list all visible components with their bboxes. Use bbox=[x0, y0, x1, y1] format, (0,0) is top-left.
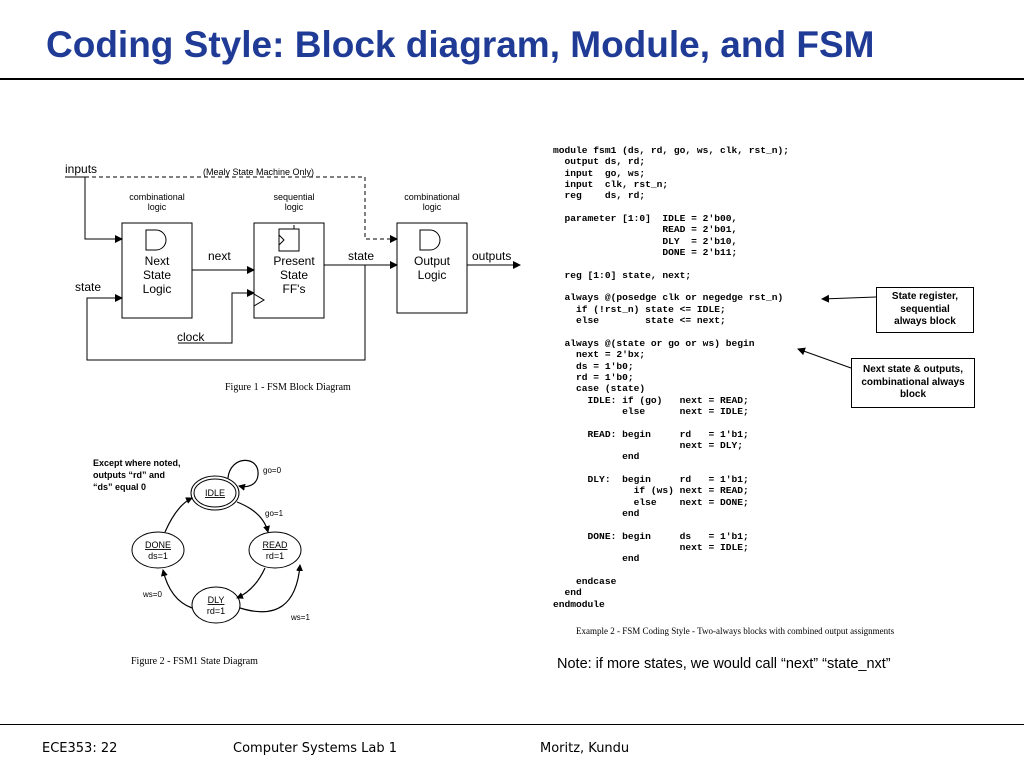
callout-state-register-l3: always block bbox=[894, 316, 956, 328]
fsm-block-diagram: inputs (Mealy State Machine Only) combin… bbox=[65, 162, 521, 361]
label-seq-l1: sequential bbox=[273, 192, 314, 202]
state-dly bbox=[191, 586, 241, 624]
label-seq-l2: logic bbox=[285, 202, 304, 212]
state-done-output: ds=1 bbox=[148, 551, 168, 561]
callout-state-register: State register, sequential always block bbox=[876, 287, 974, 333]
transition-go1: go=1 bbox=[265, 509, 284, 518]
footer-lab: Computer Systems Lab 1 bbox=[233, 741, 398, 756]
callout-state-register-l2: sequential bbox=[900, 303, 950, 315]
label-inputs: inputs bbox=[65, 162, 97, 176]
transition-ws1: ws=1 bbox=[290, 613, 310, 622]
label-state-left: state bbox=[75, 280, 101, 294]
page-title: Coding Style: Block diagram, Module, and… bbox=[46, 24, 875, 65]
label-comb2-l2: logic bbox=[423, 202, 442, 212]
verilog-code: module fsm1 (ds, rd, go, ws, clk, rst_n)… bbox=[553, 145, 790, 610]
next-state-l3: Logic bbox=[143, 282, 172, 296]
state-read-output: rd=1 bbox=[266, 551, 284, 561]
state-done-label: DONE bbox=[145, 540, 171, 550]
callout-next-state-l3: block bbox=[899, 389, 927, 401]
label-comb1-l1: combinational bbox=[129, 192, 185, 202]
label-state-mid: state bbox=[348, 249, 374, 263]
state-note-l1: Except where noted, bbox=[93, 458, 181, 468]
callout-next-state-l2: combinational always bbox=[861, 376, 965, 388]
next-state-l1: Next bbox=[145, 254, 170, 268]
label-comb1-l2: logic bbox=[148, 202, 167, 212]
state-done bbox=[131, 531, 185, 569]
output-l2: Logic bbox=[418, 268, 447, 282]
figure1-caption: Figure 1 - FSM Block Diagram bbox=[225, 382, 351, 393]
callout-next-state-l1: Next state & outputs, bbox=[862, 364, 963, 376]
footer-divider bbox=[0, 724, 1024, 725]
state-read bbox=[248, 531, 302, 569]
footer-course: ECE353: 22 bbox=[42, 741, 118, 756]
transition-go0: go=0 bbox=[263, 466, 282, 475]
state-dly-label: DLY bbox=[208, 595, 225, 605]
fsm-state-diagram: Except where noted, outputs “rd” and “ds… bbox=[93, 458, 310, 624]
callout-next-state: Next state & outputs, combinational alwa… bbox=[851, 358, 975, 408]
label-next: next bbox=[208, 249, 231, 263]
note-text: Note: if more states, we would call “nex… bbox=[557, 656, 891, 672]
present-l1: Present bbox=[273, 254, 315, 268]
callout-arrows bbox=[797, 294, 877, 369]
label-comb2-l1: combinational bbox=[404, 192, 460, 202]
figure2-caption: Figure 2 - FSM1 State Diagram bbox=[131, 656, 258, 667]
present-l2: State bbox=[280, 268, 308, 282]
transition-ws0: ws=0 bbox=[142, 590, 162, 599]
header-divider bbox=[0, 78, 1024, 80]
callout-state-register-l1: State register, bbox=[891, 291, 959, 303]
label-clock: clock bbox=[177, 330, 205, 344]
state-note-l2: outputs “rd” and bbox=[93, 470, 165, 480]
label-outputs: outputs bbox=[472, 249, 511, 263]
example2-caption: Example 2 - FSM Coding Style - Two-alway… bbox=[576, 626, 895, 636]
state-dly-output: rd=1 bbox=[207, 606, 225, 616]
footer-authors: Moritz, Kundu bbox=[540, 741, 630, 756]
state-idle-label: IDLE bbox=[205, 488, 225, 498]
next-state-l2: State bbox=[143, 268, 171, 282]
present-l3: FF's bbox=[283, 282, 306, 296]
label-mealy-note: (Mealy State Machine Only) bbox=[203, 167, 314, 177]
output-l1: Output bbox=[414, 254, 451, 268]
state-read-label: READ bbox=[262, 540, 288, 550]
state-note-l3: “ds” equal 0 bbox=[93, 482, 146, 492]
